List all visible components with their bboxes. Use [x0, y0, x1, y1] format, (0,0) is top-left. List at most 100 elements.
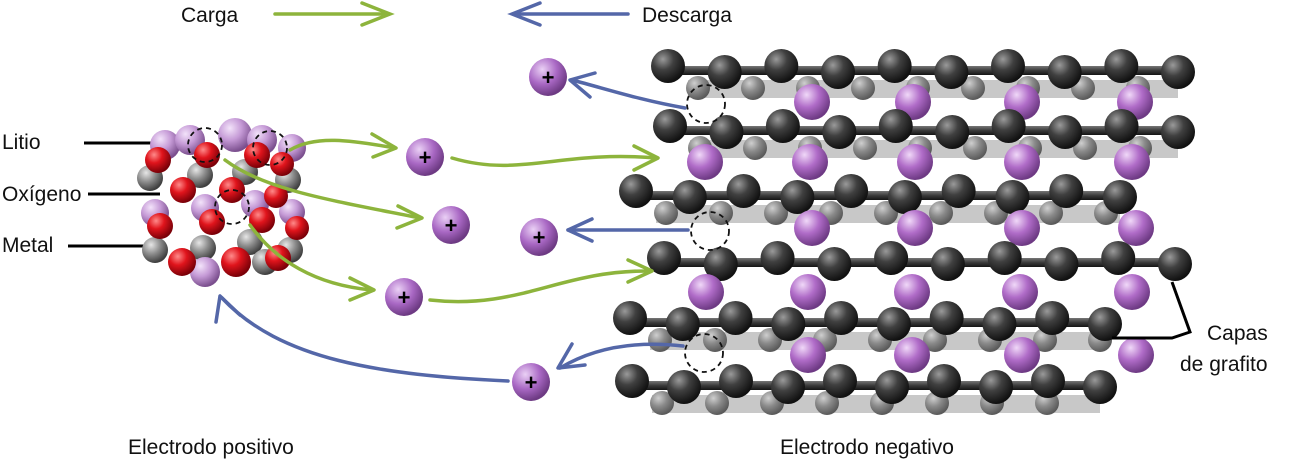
ion-charge-symbol: +: [533, 225, 546, 250]
intercalated-lithium-atom: [1114, 274, 1150, 310]
carbon-atom: [822, 115, 857, 149]
carbon-atom: [667, 370, 701, 404]
discharge-label: Descarga: [642, 4, 732, 27]
oxygen-atom: [168, 248, 196, 276]
lithium-ion: +: [520, 218, 558, 256]
ion-sphere: [529, 58, 567, 96]
carbon-atom: [823, 364, 857, 398]
charge-arrow-icon: [273, 1, 395, 27]
carbon-atom-back: [743, 136, 767, 160]
carbon-atom: [1161, 115, 1195, 149]
carbon-atom: [619, 174, 653, 208]
ion-sphere: [512, 363, 550, 401]
oxygen-atom: [249, 207, 275, 233]
carbon-atom: [995, 180, 1030, 214]
carbon-atom: [771, 370, 805, 404]
carbon-atom-back: [654, 201, 678, 225]
carbon-atom: [760, 241, 795, 275]
carbon-atom-back: [650, 391, 674, 415]
ion-charge-symbol: +: [419, 145, 432, 170]
intercalated-lithium-atom: [688, 274, 724, 310]
positive-electrode-labels: Litio Oxígeno Metal: [2, 131, 160, 257]
carbon-atom-back: [709, 201, 733, 225]
metal-label: Metal: [2, 234, 53, 257]
lithium-ion: +: [529, 58, 567, 96]
legend: Carga Descarga: [181, 1, 732, 27]
carbon-atom: [878, 109, 913, 143]
lithium-vacancy: [214, 189, 250, 225]
intercalated-lithium-atom: [895, 84, 931, 120]
oxygen-atom: [147, 213, 173, 239]
lithium-ion: +: [432, 206, 470, 244]
intercalated-lithium-atom: [1118, 337, 1154, 373]
oxygen-atom: [219, 177, 245, 203]
lithium-atom: [218, 118, 252, 152]
ion-sphere: [520, 218, 558, 256]
carbon-atom: [764, 49, 799, 83]
carbon-atom: [1088, 307, 1122, 341]
carbon-atom: [934, 55, 969, 89]
intercalated-lithium-atom: [1004, 144, 1040, 180]
oxygen-atom: [199, 209, 225, 235]
carbon-atom: [1044, 247, 1079, 281]
intercalated-lithium-atom: [687, 144, 723, 180]
oxygen-atom: [285, 216, 309, 240]
lithium-ion: +: [512, 363, 550, 401]
carbon-bond-rod: [664, 258, 1175, 267]
graphite-layers-label-line2: de grafito: [1180, 353, 1268, 376]
intercalated-lithium-atom: [794, 210, 830, 246]
carbon-atom: [821, 55, 855, 89]
charge-path-arrow-icon: [288, 138, 397, 152]
oxygen-atom: [145, 147, 171, 173]
intercalated-lithium-atom: [897, 210, 933, 246]
carbon-atom-back: [815, 391, 839, 415]
carbon-atom-back: [741, 76, 765, 100]
carbon-atom-back: [963, 136, 987, 160]
carbon-atom: [982, 307, 1017, 341]
discharge-ion-paths: [214, 71, 690, 383]
carbon-atom-back: [929, 201, 953, 225]
charge-path-arrow-icon: [223, 158, 422, 220]
discharge-arrow-icon: [507, 1, 630, 27]
carbon-bond-rod: [632, 381, 1100, 390]
ion-charge-symbol: +: [542, 65, 555, 90]
carbon-atom-back: [705, 391, 729, 415]
carbon-atom: [1083, 370, 1117, 404]
crystal-vacancy-circles: [187, 127, 288, 225]
carbon-atom: [817, 247, 852, 281]
intercalated-lithium-atom: [1118, 210, 1154, 246]
carbon-atom: [1101, 241, 1136, 275]
intercalated-lithium-atom: [1114, 144, 1150, 180]
carbon-atom: [991, 109, 1026, 143]
graphite-layers: [613, 49, 1195, 415]
carbon-atom: [709, 115, 744, 149]
carbon-atom: [707, 55, 742, 89]
carbon-atom: [876, 307, 911, 341]
graphite-layer: [613, 301, 1122, 352]
carbon-atom: [1035, 301, 1070, 335]
ion-charge-symbol: +: [398, 285, 411, 310]
carbon-bond-rod: [670, 126, 1178, 135]
carbon-atom: [987, 241, 1022, 275]
metal-atom: [142, 237, 168, 263]
carbon-atom: [1104, 49, 1139, 83]
intercalated-lithium-atom: [790, 337, 826, 373]
intercalated-lithium-atom: [894, 274, 930, 310]
lithium-ion: +: [385, 278, 423, 316]
oxygen-atom: [221, 247, 251, 277]
oxygen-atom: [244, 142, 270, 168]
positive-electrode-caption: Electrodo positivo: [128, 436, 294, 459]
carbon-atom: [991, 49, 1025, 83]
oxygen-atom: [170, 177, 196, 203]
carbon-atom: [929, 301, 964, 335]
carbon-atom: [703, 247, 738, 281]
intercalated-lithium-atom: [894, 337, 930, 373]
oxygen-atom: [194, 142, 220, 168]
carbon-atom: [718, 301, 753, 335]
carbon-atom: [1031, 364, 1065, 398]
oxygen-label: Oxígeno: [2, 183, 81, 206]
carbon-atom-back: [686, 76, 710, 100]
carbon-atom: [771, 307, 806, 341]
graphite-layer: [615, 364, 1117, 415]
